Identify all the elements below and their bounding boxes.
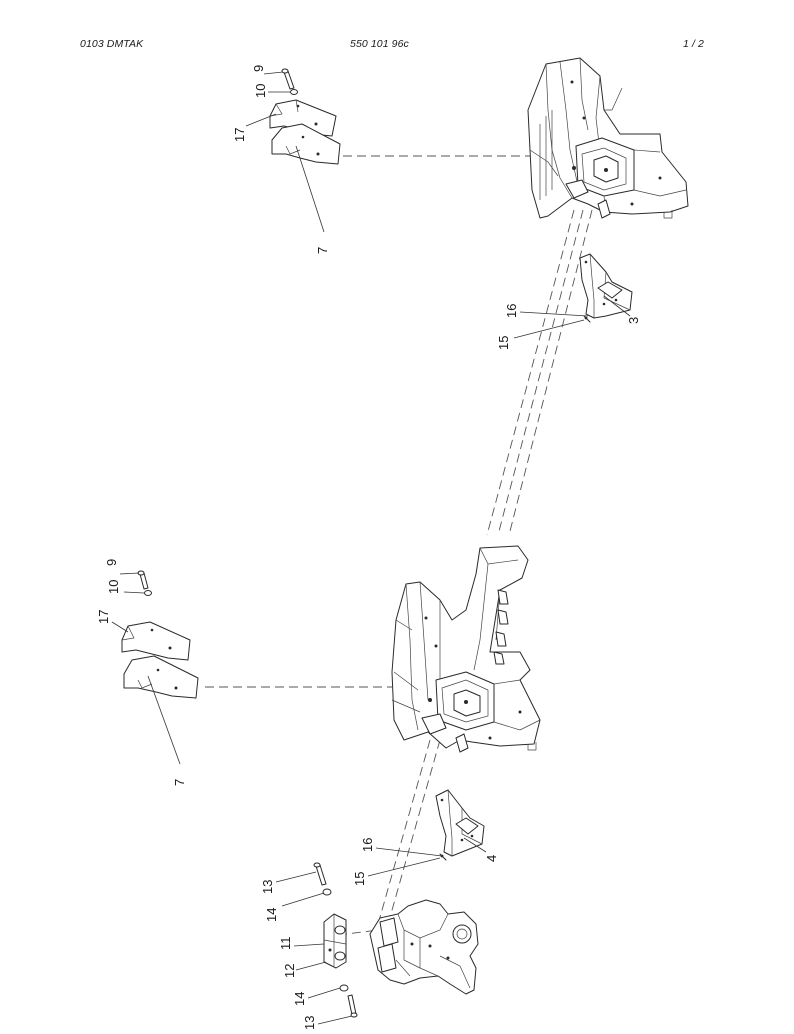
frame-assembly-middle bbox=[391, 545, 541, 753]
washer-top bbox=[290, 89, 298, 95]
bolt-middle bbox=[137, 570, 152, 596]
callout-labels-bottom: 13 14 11 12 14 13 bbox=[260, 880, 317, 1030]
bolt-13-upper bbox=[313, 862, 327, 886]
bolt-top bbox=[281, 68, 298, 95]
callout-12: 12 bbox=[282, 964, 297, 978]
frame-assembly-top bbox=[527, 57, 689, 219]
callout-15-middle: 15 bbox=[352, 872, 367, 886]
page-number: 1 / 2 bbox=[683, 38, 704, 50]
callout-11: 11 bbox=[278, 937, 293, 951]
screw-top bbox=[583, 315, 591, 323]
callout-14-upper: 14 bbox=[264, 908, 279, 922]
callout-16-top: 16 bbox=[504, 304, 519, 318]
wear-plate-7-top bbox=[271, 123, 341, 165]
bolt-13-lower bbox=[347, 994, 358, 1018]
washer-14-upper bbox=[322, 888, 332, 896]
callout-3: 3 bbox=[626, 317, 641, 324]
assembly-guide-lines bbox=[205, 155, 593, 936]
part-number: 550 101 96c bbox=[350, 38, 409, 50]
coupling-frame bbox=[369, 899, 479, 995]
callout-17-middle: 17 bbox=[96, 610, 111, 624]
bracket-4 bbox=[435, 789, 485, 857]
callout-labels-top: 9 10 17 7 16 15 3 bbox=[232, 65, 641, 350]
callout-17-top: 17 bbox=[232, 128, 247, 142]
callout-7-top: 7 bbox=[315, 247, 330, 254]
callout-10-middle: 10 bbox=[106, 580, 121, 594]
callout-9-middle: 9 bbox=[104, 559, 119, 566]
callout-13-lower: 13 bbox=[302, 1016, 317, 1030]
callout-4: 4 bbox=[484, 855, 499, 862]
pin-housing-11 bbox=[323, 913, 347, 969]
screw-middle bbox=[439, 853, 447, 861]
wear-plate-17-middle bbox=[121, 621, 191, 661]
washer-middle bbox=[144, 590, 152, 596]
callout-7-middle: 7 bbox=[172, 779, 187, 786]
washer-14-lower bbox=[339, 984, 349, 992]
callout-15-top: 15 bbox=[496, 336, 511, 350]
leader-lines bbox=[111, 71, 631, 1025]
wear-plate-7-middle bbox=[123, 655, 199, 699]
callout-16-middle: 16 bbox=[360, 838, 375, 852]
bracket-3 bbox=[579, 253, 633, 319]
callout-14-lower: 14 bbox=[292, 992, 307, 1006]
callout-9-top: 9 bbox=[251, 65, 266, 72]
callout-10-top: 10 bbox=[253, 84, 268, 98]
document-code: 0103 DMTAK bbox=[80, 38, 144, 50]
callout-13-upper: 13 bbox=[260, 880, 275, 894]
callout-labels-middle: 9 10 17 7 16 15 4 bbox=[96, 559, 499, 886]
